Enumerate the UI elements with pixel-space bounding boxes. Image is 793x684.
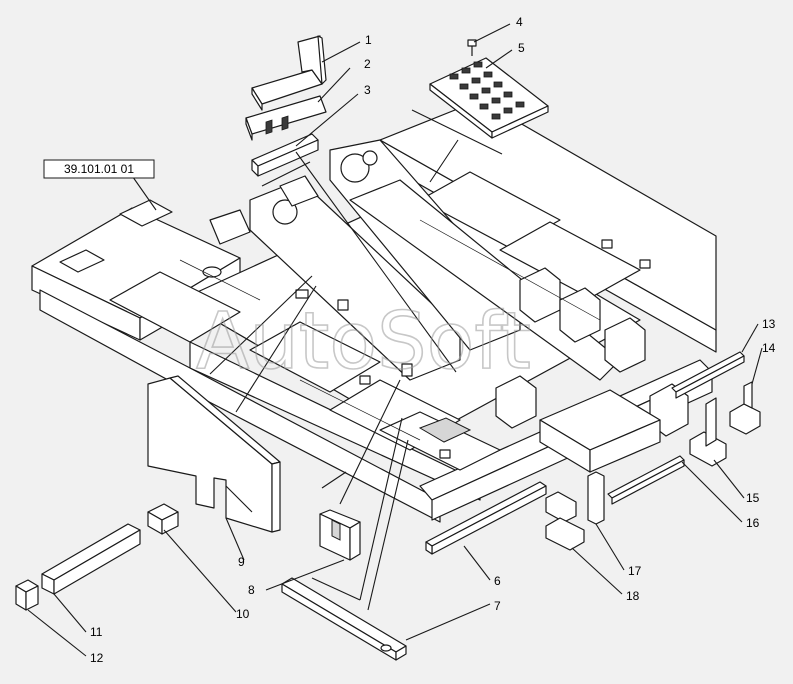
part-16-bar <box>607 455 685 505</box>
callout-8[interactable]: 8 <box>248 583 255 597</box>
part-2-comb-plate <box>245 95 327 141</box>
part-18-bracket <box>545 491 585 551</box>
callout-12[interactable]: 12 <box>90 651 104 665</box>
callout-5[interactable]: 5 <box>518 41 525 55</box>
part-17-upright <box>587 471 605 525</box>
callout-18[interactable]: 18 <box>626 589 640 603</box>
callout-3[interactable]: 3 <box>364 83 371 97</box>
callout-11[interactable]: 11 <box>90 625 103 639</box>
callout-7[interactable]: 7 <box>494 599 501 613</box>
callout-15[interactable]: 15 <box>746 491 760 505</box>
reference-box[interactable]: 39.101.01 01 <box>43 159 155 179</box>
part-11-bar <box>41 523 141 595</box>
watermark: AutoSoft <box>196 297 531 387</box>
part-6-long-bar <box>425 481 547 555</box>
reference-label: 39.101.01 01 <box>64 162 134 176</box>
part-9-large-plate <box>147 375 281 533</box>
callout-16[interactable]: 16 <box>746 516 760 530</box>
part-13-bar <box>671 351 745 399</box>
part-12-small-cube <box>15 579 39 611</box>
part-7-long-plate <box>281 577 407 661</box>
callout-10[interactable]: 10 <box>236 607 250 621</box>
callout-14[interactable]: 14 <box>762 341 776 355</box>
part-15-l-bracket <box>689 397 727 467</box>
callout-2[interactable]: 2 <box>364 57 371 71</box>
callout-13[interactable]: 13 <box>762 317 776 331</box>
part-4-bolt <box>467 39 477 56</box>
callout-4[interactable]: 4 <box>516 15 523 29</box>
part-1-notched-plate <box>251 35 327 111</box>
part-8-u-block <box>319 509 361 561</box>
part-14-l-bracket <box>729 381 761 435</box>
part-5-grid-pad <box>429 57 549 139</box>
callout-labels: 1 2 3 4 5 6 7 8 9 10 11 12 13 14 15 16 1… <box>90 15 776 665</box>
leader-lines <box>27 23 763 657</box>
callout-1[interactable]: 1 <box>365 33 372 47</box>
part-3-bar <box>251 133 319 177</box>
callout-9[interactable]: 9 <box>238 555 245 569</box>
callout-6[interactable]: 6 <box>494 574 501 588</box>
part-10-small-cube <box>147 503 179 535</box>
callout-17[interactable]: 17 <box>628 564 642 578</box>
